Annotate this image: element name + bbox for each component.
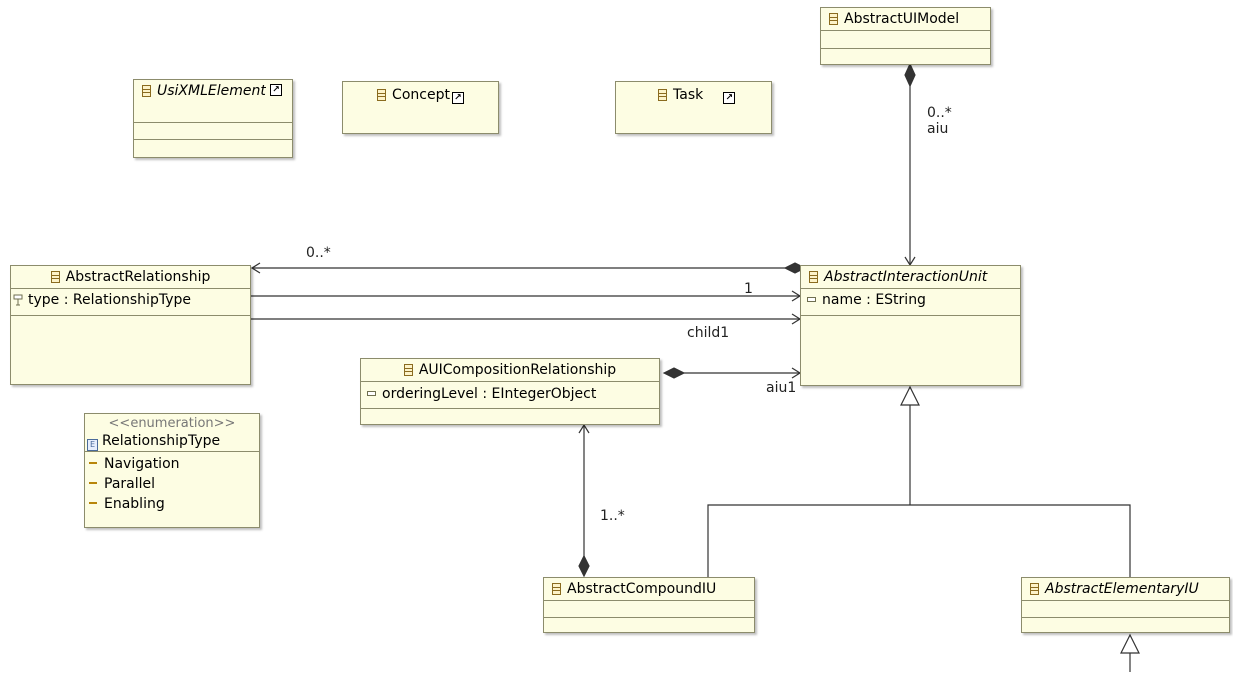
- generalization-triangle-aiu: [900, 385, 920, 406]
- class-icon: [142, 85, 151, 97]
- class-name: AbstractUIModel: [844, 11, 960, 27]
- enum-literal[interactable]: Parallel: [85, 474, 259, 494]
- attribute-row[interactable]: type : RelationshipType: [11, 289, 250, 311]
- shortcut-arrow-icon: ↗: [270, 84, 282, 96]
- class-name: AUICompositionRelationship: [418, 362, 617, 378]
- enumeration-icon: E: [87, 439, 98, 451]
- class-icon: [809, 271, 818, 283]
- generalization-branch: [707, 504, 1131, 577]
- class-concept[interactable]: Concept↗: [342, 81, 499, 134]
- class-icon: [377, 89, 387, 101]
- diamond-compound: [578, 554, 590, 578]
- stereotype-label: <<enumeration>>: [108, 416, 236, 431]
- class-name: AbstractRelationship: [65, 269, 211, 285]
- attribute-row[interactable]: name : EString: [801, 289, 1020, 311]
- enum-literal[interactable]: Navigation: [85, 454, 259, 474]
- enum-literal[interactable]: Enabling: [85, 494, 259, 514]
- attribute-text: name : EString: [822, 292, 926, 308]
- diamond-composition: [662, 367, 686, 379]
- diamond-model: [904, 62, 916, 88]
- class-name: AbstractElementaryIU: [1045, 581, 1199, 597]
- class-icon: [403, 364, 413, 376]
- enum-name: RelationshipType: [102, 433, 221, 449]
- edge-label-compound-multiplicity: 1..*: [600, 508, 625, 524]
- class-icon: [50, 271, 60, 283]
- class-usixml-element[interactable]: UsiXMLElement ↗: [133, 79, 293, 158]
- enum-literal-icon: [89, 482, 97, 484]
- class-name: AbstractCompoundIU: [567, 581, 717, 597]
- edge-label-model-aiu-multiplicity: 0..*: [927, 105, 952, 121]
- edge-label-one: 1: [744, 281, 753, 297]
- attribute-icon: [807, 297, 816, 302]
- class-abstract-interaction-unit[interactable]: AbstractInteractionUnit name : EString: [800, 265, 1021, 386]
- class-name: Concept: [392, 87, 450, 103]
- shortcut-arrow-icon: ↗: [723, 92, 736, 104]
- class-icon: [658, 89, 667, 101]
- shortcut-arrow-icon: ↗: [451, 92, 464, 104]
- edge-label-aiu1: aiu1: [766, 380, 797, 396]
- attribute-text: type : RelationshipType: [28, 292, 191, 308]
- attribute-row[interactable]: orderingLevel : EIntegerObject: [361, 382, 659, 406]
- edge-label-model-aiu-role: aiu: [927, 121, 949, 137]
- class-icon: [829, 13, 838, 25]
- class-abstract-relationship[interactable]: AbstractRelationship type : Relationship…: [10, 265, 251, 385]
- class-icon: [552, 583, 561, 595]
- class-name: UsiXMLElement: [157, 83, 266, 99]
- class-abstract-compound-iu[interactable]: AbstractCompoundIU: [543, 577, 755, 633]
- key-attribute-icon: [13, 294, 23, 306]
- attribute-text: orderingLevel : EIntegerObject: [382, 386, 597, 402]
- class-aui-composition-relationship[interactable]: AUICompositionRelationship orderingLevel…: [360, 358, 660, 425]
- edge-label-relationship-multiplicity: 0..*: [306, 245, 331, 261]
- edge-label-child1: child1: [687, 325, 730, 341]
- enum-literal-icon: [89, 502, 97, 504]
- class-abstract-elementary-iu[interactable]: AbstractElementaryIU: [1021, 577, 1230, 633]
- class-abstract-ui-model[interactable]: AbstractUIModel: [820, 7, 991, 65]
- attribute-icon: [367, 391, 376, 396]
- generalization-triangle-elementary: [1120, 633, 1140, 654]
- class-name: AbstractInteractionUnit: [824, 269, 988, 285]
- class-task[interactable]: Task ↗: [615, 81, 772, 134]
- enum-literal-icon: [89, 462, 97, 464]
- enum-relationship-type[interactable]: <<enumeration>> E RelationshipType Naviga…: [84, 413, 260, 528]
- class-icon: [1030, 583, 1039, 595]
- class-name: Task: [673, 87, 704, 103]
